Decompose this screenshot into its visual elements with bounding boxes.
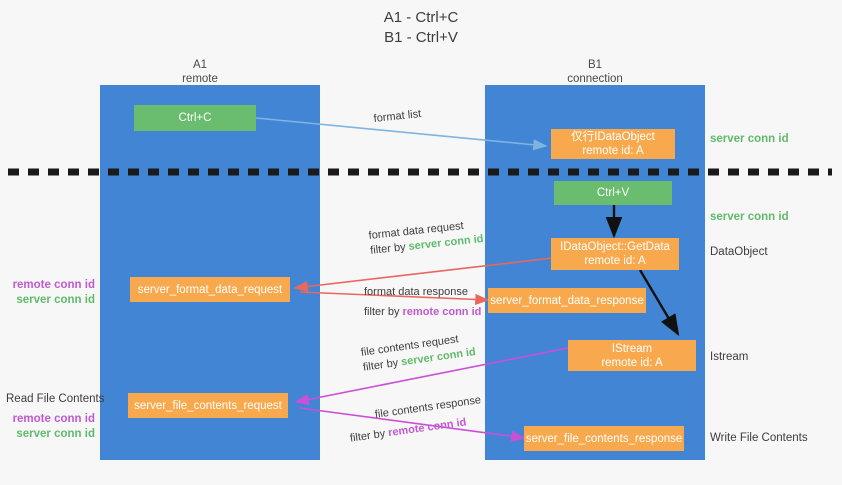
box-idataobject-getdata[interactable]: IDataObject::GetData remote id: A	[551, 238, 679, 270]
filter-prefix: filter by	[369, 240, 410, 257]
right-istream-text: Istream	[710, 351, 749, 363]
left-server-conn-id-2: server conn id	[16, 428, 95, 440]
label-file-contents-response: file contents response filter by remote …	[349, 393, 485, 444]
box-getdata-line1: IDataObject::GetData	[560, 241, 670, 253]
label-file-contents-response-filter: filter by remote conn id	[349, 413, 485, 447]
right-server-conn-id-second-text: server conn id	[710, 211, 789, 223]
box-ctrl-v[interactable]: Ctrl+V	[554, 181, 672, 205]
lane-b1-name: B1	[587, 59, 603, 71]
filter-prefix: filter by	[364, 306, 403, 318]
label-format-list: format list	[373, 107, 422, 127]
right-dataobject-text: DataObject	[710, 246, 768, 258]
box-server-format-data-request-label: server_format_data_request	[137, 283, 283, 296]
left-label-conn-ids-2: remote conn id server conn id	[10, 412, 95, 442]
lane-a1-name: A1	[192, 59, 208, 71]
box-server-file-contents-response-label: server_file_contents_response	[525, 432, 683, 445]
page-title: A1 - Ctrl+C B1 - Ctrl+V	[0, 8, 842, 48]
right-label-istream: Istream	[710, 350, 748, 365]
filter-key-remote-conn-id: remote conn id	[402, 306, 482, 318]
title-line-2: B1 - Ctrl+V	[384, 29, 458, 46]
box-idataobject-line2: remote id: A	[582, 145, 644, 157]
left-label-read-file-contents: Read File Contents	[6, 392, 104, 407]
label-format-data-response-filter: filter by remote conn id	[364, 305, 481, 320]
lane-header-a1: A1 remote	[140, 58, 260, 86]
box-server-file-contents-request[interactable]: server_file_contents_request	[128, 393, 288, 418]
lane-b1-sub: connection	[567, 73, 623, 85]
label-format-data-response: format data response filter by remote co…	[364, 285, 481, 320]
box-ctrl-v-label: Ctrl+V	[596, 187, 630, 199]
left-remote-conn-id-1: remote conn id	[12, 279, 95, 291]
box-ctrl-c-label: Ctrl+C	[178, 112, 212, 124]
right-label-server-conn-id-top: server conn id	[710, 132, 789, 147]
filter-prefix: filter by	[349, 427, 390, 445]
left-remote-conn-id-2: remote conn id	[12, 413, 95, 425]
right-label-dataobject: DataObject	[710, 245, 768, 260]
left-server-conn-id-1: server conn id	[16, 294, 95, 306]
right-write-file-contents-text: Write File Contents	[710, 432, 808, 444]
box-istream-line1: IStream	[611, 342, 653, 355]
filter-prefix: filter by	[362, 356, 403, 374]
box-server-file-contents-request-label: server_file_contents_request	[134, 399, 282, 412]
box-istream-line2: remote id: A	[601, 356, 663, 369]
box-ctrl-c[interactable]: Ctrl+C	[134, 105, 256, 131]
label-format-data-response-text: format data response	[364, 286, 468, 298]
right-server-conn-id-top-text: server conn id	[710, 133, 789, 145]
box-server-format-data-response-label: server_format_data_response	[490, 294, 644, 307]
title-line-1: A1 - Ctrl+C	[383, 9, 459, 26]
label-format-data-request: format data request filter by server con…	[368, 217, 484, 259]
box-istream[interactable]: IStream remote id: A	[568, 340, 696, 371]
lane-header-b1: B1 connection	[535, 58, 655, 86]
label-file-contents-request: file contents request filter by server c…	[360, 330, 477, 376]
box-idataobject[interactable]: 仅行IDataObject remote id: A	[551, 129, 675, 159]
box-getdata-line2: remote id: A	[584, 255, 646, 267]
label-format-list-text: format list	[373, 108, 422, 125]
box-server-format-data-request[interactable]: server_format_data_request	[130, 277, 290, 302]
left-read-file-contents-text: Read File Contents	[6, 393, 105, 405]
right-label-write-file-contents: Write File Contents	[710, 431, 808, 446]
left-label-conn-ids-1: remote conn id server conn id	[10, 278, 95, 308]
filter-key-remote-conn-id: remote conn id	[387, 416, 468, 440]
box-server-file-contents-response[interactable]: server_file_contents_response	[524, 426, 684, 451]
box-idataobject-line1: 仅行IDataObject	[571, 131, 655, 143]
right-label-server-conn-id-second: server conn id	[710, 210, 789, 225]
box-server-format-data-response[interactable]: server_format_data_response	[488, 288, 646, 313]
lane-a1-sub: remote	[182, 73, 218, 85]
